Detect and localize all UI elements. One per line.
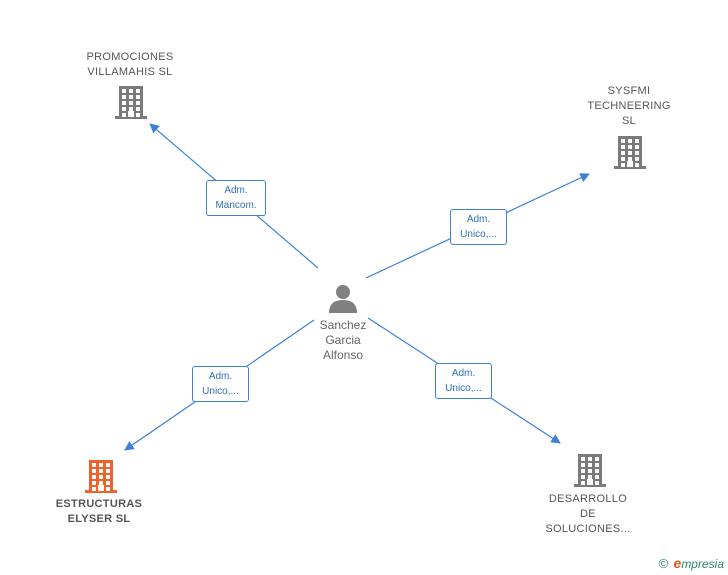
building-icon-promociones[interactable] <box>115 86 147 119</box>
edge-label-desarrollo[interactable]: Adm. Unico,... <box>435 363 492 399</box>
empresia-logo-initial: e <box>673 555 682 571</box>
building-icon-estructuras[interactable] <box>85 460 117 493</box>
copyright-icon: © <box>658 556 669 571</box>
company-label-promociones[interactable]: PROMOCIONES VILLAMAHIS SL <box>86 51 174 78</box>
company-label-desarrollo[interactable]: DESARROLLO DE SOLUCIONES... <box>545 493 631 535</box>
person-name[interactable]: Sanchez Garcia Alfonso <box>319 318 367 362</box>
company-label-estructuras[interactable]: ESTRUCTURAS ELYSER SL <box>55 498 143 525</box>
edge-label-sysfmi[interactable]: Adm. Unico,... <box>450 209 507 245</box>
empresia-logo-text: mpresia <box>681 557 724 571</box>
edge-label-estructuras[interactable]: Adm. Unico,... <box>192 366 249 402</box>
building-icon-sysfmi[interactable] <box>614 136 646 169</box>
edge-label-promociones[interactable]: Adm. Mancom. <box>206 180 266 216</box>
empresia-footer[interactable]: © empresia <box>659 555 724 571</box>
building-icon-desarrollo[interactable] <box>574 454 606 487</box>
person-icon[interactable] <box>329 285 357 313</box>
company-label-sysfmi[interactable]: SYSFMI TECHNEERING SL <box>587 85 671 127</box>
